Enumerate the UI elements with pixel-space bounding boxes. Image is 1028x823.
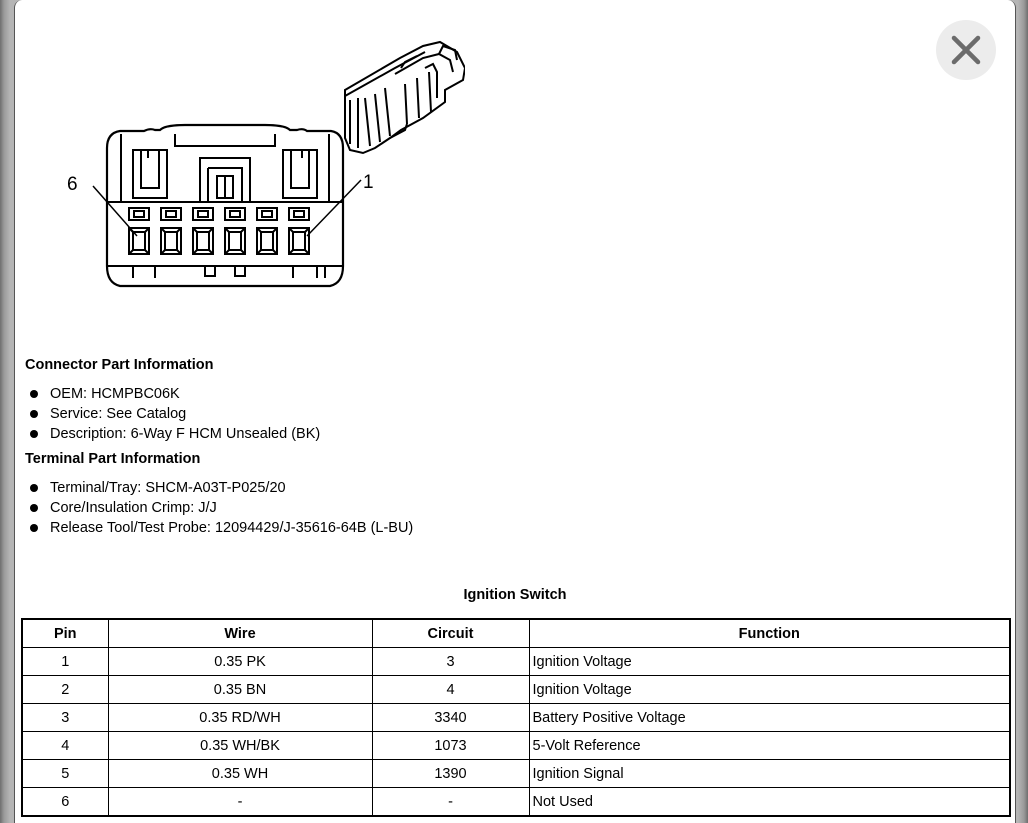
list-item: Terminal/Tray: SHCM-A03T-P025/20	[25, 478, 1005, 498]
connector-info-heading: Connector Part Information	[25, 357, 214, 373]
wire-cell: 0.35 BN	[107, 675, 373, 704]
connector-info-list: OEM: HCMPBC06K Service: See Catalog Desc…	[25, 384, 1005, 444]
table-row: 1 0.35 PK 3 Ignition Voltage	[21, 647, 1011, 676]
function-cell: Ignition Voltage	[528, 647, 1011, 676]
circuit-cell: 4	[371, 675, 530, 704]
connector-info-modal: 6 1 Connector Part Information OEM: HCMP…	[14, 0, 1016, 823]
circuit-cell: 3	[371, 647, 530, 676]
pin-cell: 6	[21, 787, 109, 817]
table-row: 5 0.35 WH 1390 Ignition Signal	[21, 759, 1011, 788]
connector-isometric-view	[344, 40, 465, 155]
circuit-cell: -	[371, 787, 530, 817]
close-button[interactable]	[936, 20, 996, 80]
pinout-table: Pin Wire Circuit Function 1 0.35 PK 3 Ig…	[21, 618, 1011, 817]
circuit-cell: 1390	[371, 759, 530, 788]
close-icon	[951, 35, 981, 65]
pin-cell: 3	[21, 703, 109, 732]
table-row: 6 - - Not Used	[21, 787, 1011, 817]
list-item: Release Tool/Test Probe: 12094429/J-3561…	[25, 518, 1005, 538]
pin-cell: 4	[21, 731, 109, 760]
pin-cell: 5	[21, 759, 109, 788]
function-cell: Ignition Signal	[528, 759, 1011, 788]
wire-cell: 0.35 PK	[107, 647, 373, 676]
table-caption: Ignition Switch	[463, 587, 567, 603]
table-row: 2 0.35 BN 4 Ignition Voltage	[21, 675, 1011, 704]
table-header-row: Pin Wire Circuit Function	[21, 618, 1011, 648]
connector-front-view	[105, 123, 345, 288]
pin-cell: 1	[21, 647, 109, 676]
wire-cell: 0.35 WH/BK	[107, 731, 373, 760]
terminal-info-heading: Terminal Part Information	[25, 451, 201, 467]
circuit-cell: 3340	[371, 703, 530, 732]
terminal-cavities	[128, 207, 310, 255]
wire-cell: -	[107, 787, 373, 817]
list-item: Core/Insulation Crimp: J/J	[25, 498, 1005, 518]
function-cell: Not Used	[528, 787, 1011, 817]
table-row: 4 0.35 WH/BK 1073 5-Volt Reference	[21, 731, 1011, 760]
pin-cell: 2	[21, 675, 109, 704]
circuit-cell: 1073	[371, 731, 530, 760]
function-cell: Battery Positive Voltage	[528, 703, 1011, 732]
connector-diagram: 6 1	[67, 40, 465, 288]
pin-6-label: 6	[67, 174, 78, 195]
column-header-function: Function	[528, 618, 1011, 648]
part-information: Connector Part Information OEM: HCMPBC06…	[25, 354, 1005, 542]
terminal-info-list: Terminal/Tray: SHCM-A03T-P025/20 Core/In…	[25, 478, 1005, 538]
list-item: OEM: HCMPBC06K	[25, 384, 1005, 404]
pin-6-leader-line	[92, 185, 138, 237]
table-row: 3 0.35 RD/WH 3340 Battery Positive Volta…	[21, 703, 1011, 732]
pin-1-leader-line	[306, 179, 362, 237]
column-header-circuit: Circuit	[371, 618, 530, 648]
function-cell: 5-Volt Reference	[528, 731, 1011, 760]
wire-cell: 0.35 RD/WH	[107, 703, 373, 732]
list-item: Description: 6-Way F HCM Unsealed (BK)	[25, 424, 1005, 444]
list-item: Service: See Catalog	[25, 404, 1005, 424]
wire-cell: 0.35 WH	[107, 759, 373, 788]
column-header-pin: Pin	[21, 618, 109, 648]
function-cell: Ignition Voltage	[528, 675, 1011, 704]
column-header-wire: Wire	[107, 618, 373, 648]
pin-1-label: 1	[363, 172, 374, 193]
